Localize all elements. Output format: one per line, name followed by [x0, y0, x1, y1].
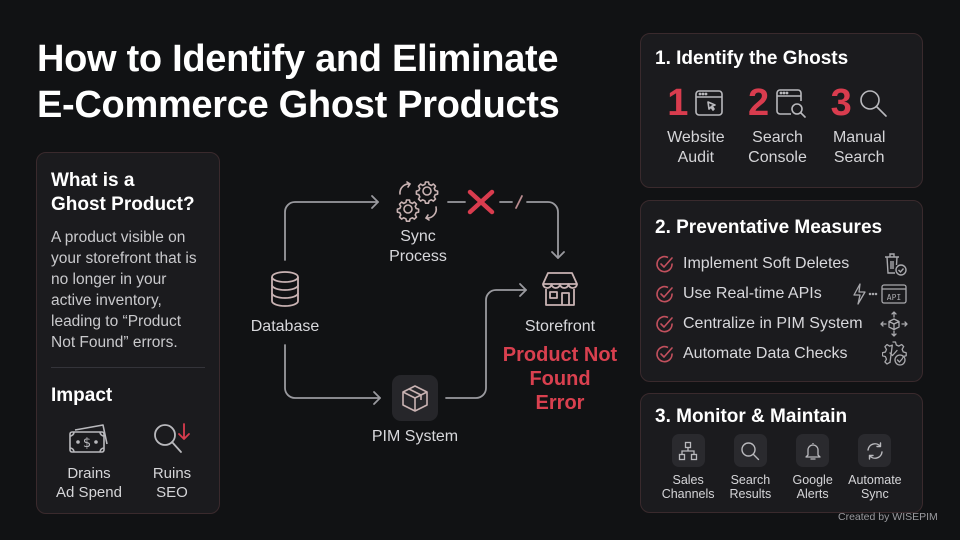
browser-cursor-icon: [695, 90, 724, 116]
preventative-label: Implement Soft Deletes: [683, 255, 850, 272]
step-number: 1: [667, 82, 689, 124]
monitor-heading: 3. Monitor & Maintain: [655, 406, 848, 427]
svg-text:$: $: [83, 436, 91, 451]
impact-heading: Impact: [51, 385, 113, 406]
bell-icon: [804, 442, 821, 460]
monitor-item-google-alerts: Google Alerts: [782, 434, 844, 501]
monitor-card: 3. Monitor & Maintain Sales Channels Sea: [640, 393, 923, 513]
impact-label-line-1: Ruins: [152, 465, 192, 482]
error-line-1: Product Not: [502, 344, 618, 366]
title-line-1: How to Identify and Eliminate: [37, 38, 559, 80]
sitemap-icon: [678, 441, 698, 460]
definition-heading-line-1: What is a: [51, 170, 135, 191]
error-line-2: Found: [529, 368, 591, 390]
step-number: 2: [747, 82, 770, 124]
definition-body: A product visible on your storefront tha…: [51, 229, 197, 351]
box-icon: [402, 385, 428, 412]
definition-heading: What is a Ghost Product?: [51, 169, 205, 217]
definition-card: What is a Ghost Product? A product visib…: [36, 152, 220, 514]
preventative-item-soft-deletes: Implement Soft Deletes: [655, 249, 908, 279]
step-number: 3: [830, 82, 852, 124]
monitor-item-search-results: Search Results: [719, 434, 781, 501]
preventative-heading: 2. Preventative Measures: [655, 217, 883, 238]
refresh-icon: [867, 441, 883, 460]
preventative-item-realtime-apis: Use Real-time APIs API: [655, 279, 908, 309]
database-icon: [271, 271, 299, 307]
preventative-item-automate-checks: Automate Data Checks: [655, 339, 908, 369]
monitor-label-line-2: Alerts: [796, 487, 829, 501]
impact-item-seo: Ruins SEO: [132, 418, 212, 502]
check-circle-icon: [656, 345, 673, 363]
monitor-label-line-1: Automate: [848, 473, 902, 487]
search-icon: [741, 441, 760, 460]
money-bills-icon: $: [69, 424, 108, 453]
impact-label-line-1: Drains: [67, 465, 111, 482]
step-label-line-1: Search: [752, 129, 803, 146]
sync-label-line-2: Process: [389, 248, 447, 265]
step-label-line-2: Search: [833, 149, 885, 166]
node-pim-system: PIM System: [360, 375, 470, 447]
page-title: How to Identify and Eliminate E-Commerce…: [37, 36, 560, 128]
check-circle-icon: [656, 285, 673, 303]
identify-card: 1. Identify the Ghosts 1 Website Audit 2: [640, 33, 923, 188]
broken-link-x-icon: [467, 189, 495, 215]
broken-link-slash: [515, 195, 523, 209]
impact-label-line-2: SEO: [156, 484, 188, 501]
step-label-line-2: Console: [748, 149, 807, 166]
monitor-label-line-2: Sync: [860, 487, 889, 501]
storefront-label: Storefront: [524, 318, 596, 335]
sync-label-line-1: Sync: [400, 228, 436, 245]
monitor-item-automate-sync: Automate Sync: [844, 434, 906, 501]
identify-step-website-audit: 1 Website Audit: [655, 82, 737, 168]
check-circle-icon: [656, 315, 673, 333]
database-label: Database: [250, 318, 320, 335]
node-database: Database: [240, 270, 330, 337]
identify-step-manual-search: 3 Manual Search: [818, 82, 900, 168]
step-label-line-1: Manual: [832, 129, 886, 146]
gear-check-icon: [882, 341, 907, 366]
identify-step-search-console: 2 Search Console: [737, 82, 819, 168]
impact-label-line-2: Ad Spend: [56, 484, 122, 501]
node-sync-process: Sync Process: [368, 180, 468, 267]
step-label-line-2: Audit: [677, 149, 715, 166]
check-circle-icon: [656, 255, 673, 273]
gears-sync-icon: [396, 181, 439, 222]
monitor-label-line-1: Google: [792, 473, 833, 487]
impact-item-ad-spend: $ Drains Ad Spend: [49, 418, 129, 502]
step-label-line-1: Website: [667, 129, 725, 146]
pim-icon-box: [392, 375, 438, 421]
divider: [51, 367, 205, 368]
lightning-api-icon: API: [853, 283, 907, 305]
monitor-item-sales-channels: Sales Channels: [657, 434, 719, 501]
search-down-arrow-icon: [154, 423, 190, 453]
monitor-label-line-1: Search: [730, 473, 771, 487]
pim-label: PIM System: [371, 428, 459, 445]
title-line-2: E-Commerce Ghost Products: [37, 84, 560, 126]
browser-search-icon: [776, 89, 806, 118]
preventative-label: Automate Data Checks: [683, 345, 848, 362]
monitor-label-line-1: Sales: [672, 473, 704, 487]
preventative-label: Centralize in PIM System: [683, 315, 863, 332]
error-message: Product Not Found Error: [492, 343, 628, 415]
preventative-label: Use Real-time APIs: [683, 285, 822, 302]
magnifier-icon: [859, 90, 887, 117]
monitor-label-line-2: Results: [729, 487, 772, 501]
trash-check-icon: [885, 253, 907, 276]
node-storefront: Storefront: [510, 270, 610, 337]
preventative-item-centralize-pim: Centralize in PIM System: [655, 309, 908, 339]
identify-heading: 1. Identify the Ghosts: [655, 48, 849, 69]
svg-text:API: API: [887, 293, 902, 302]
credit-text: Created by WISEPIM: [838, 511, 938, 523]
error-line-3: Error: [535, 392, 585, 414]
preventative-card: 2. Preventative Measures Implement Soft …: [640, 200, 923, 382]
monitor-label-line-2: Channels: [661, 487, 715, 501]
definition-heading-line-2: Ghost Product?: [51, 194, 195, 215]
storefront-icon: [542, 272, 578, 306]
cube-arrows-icon: [880, 311, 908, 337]
